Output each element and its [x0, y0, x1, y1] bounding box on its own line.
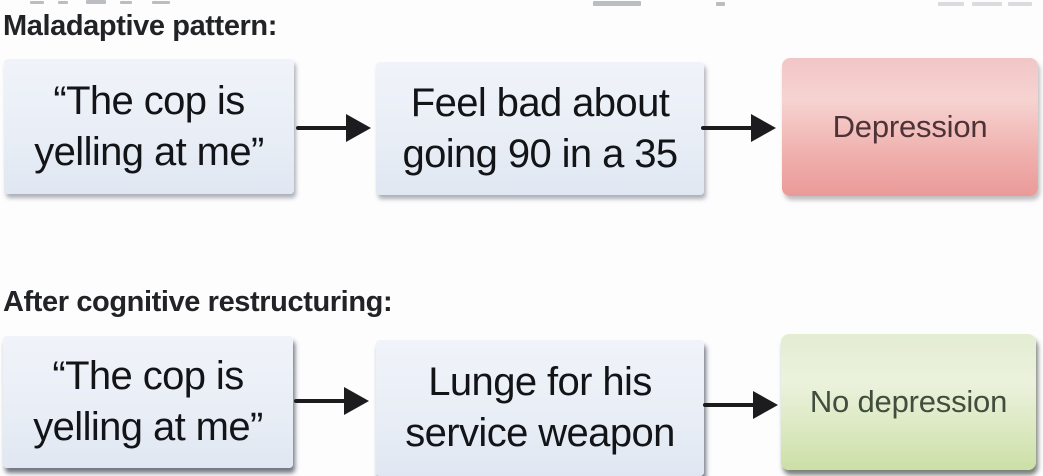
right-arrow-icon [294, 387, 370, 415]
arrow-shaft [701, 126, 755, 130]
right-arrow-icon [701, 114, 777, 142]
outcome-text: No depression [809, 384, 1008, 419]
top-edge-artifact [30, 1, 44, 4]
outcome-box-no-depression: No depression [781, 334, 1036, 470]
arrow-head [346, 114, 371, 142]
response-box: Lunge for his service weapon [376, 340, 704, 476]
arrow-head [344, 387, 369, 415]
outcome-box-depression: Depression [782, 58, 1038, 196]
top-edge-artifact [716, 2, 725, 6]
arrow-head [753, 391, 778, 419]
box-text-line: Lunge for his [428, 360, 652, 404]
top-edge-artifact [938, 2, 964, 6]
trigger-thought-box: “The cop is yelling at me” [4, 59, 294, 194]
right-arrow-icon [703, 391, 779, 419]
box-text-line: “The cop is [53, 78, 245, 123]
top-edge-artifact [593, 1, 641, 6]
box-text-line: going 90 in a 35 [402, 131, 678, 176]
section-heading-maladaptive: Maladaptive pattern: [3, 10, 277, 42]
box-text-line: service weapon [405, 411, 675, 455]
top-edge-artifact [58, 1, 68, 4]
arrow-shaft [296, 126, 350, 130]
top-edge-artifact [152, 1, 170, 4]
top-edge-artifact [1008, 2, 1032, 6]
arrow-shaft [294, 399, 348, 403]
arrow-shaft [703, 403, 757, 407]
top-edge-artifact [120, 1, 132, 4]
box-text-line: Feel bad about [410, 80, 670, 125]
box-text-line: yelling at me” [34, 129, 264, 174]
top-edge-artifact [86, 0, 106, 4]
response-box: Feel bad about going 90 in a 35 [376, 62, 704, 195]
top-edge-artifact [972, 2, 1002, 6]
trigger-thought-box: “The cop is yelling at me” [3, 336, 293, 468]
section-heading-restructuring: After cognitive restructuring: [3, 286, 393, 318]
box-text-line: yelling at me” [33, 405, 263, 449]
arrow-head [751, 114, 776, 142]
outcome-text: Depression [832, 109, 988, 144]
right-arrow-icon [296, 114, 372, 142]
box-text-line: “The cop is [52, 354, 244, 398]
